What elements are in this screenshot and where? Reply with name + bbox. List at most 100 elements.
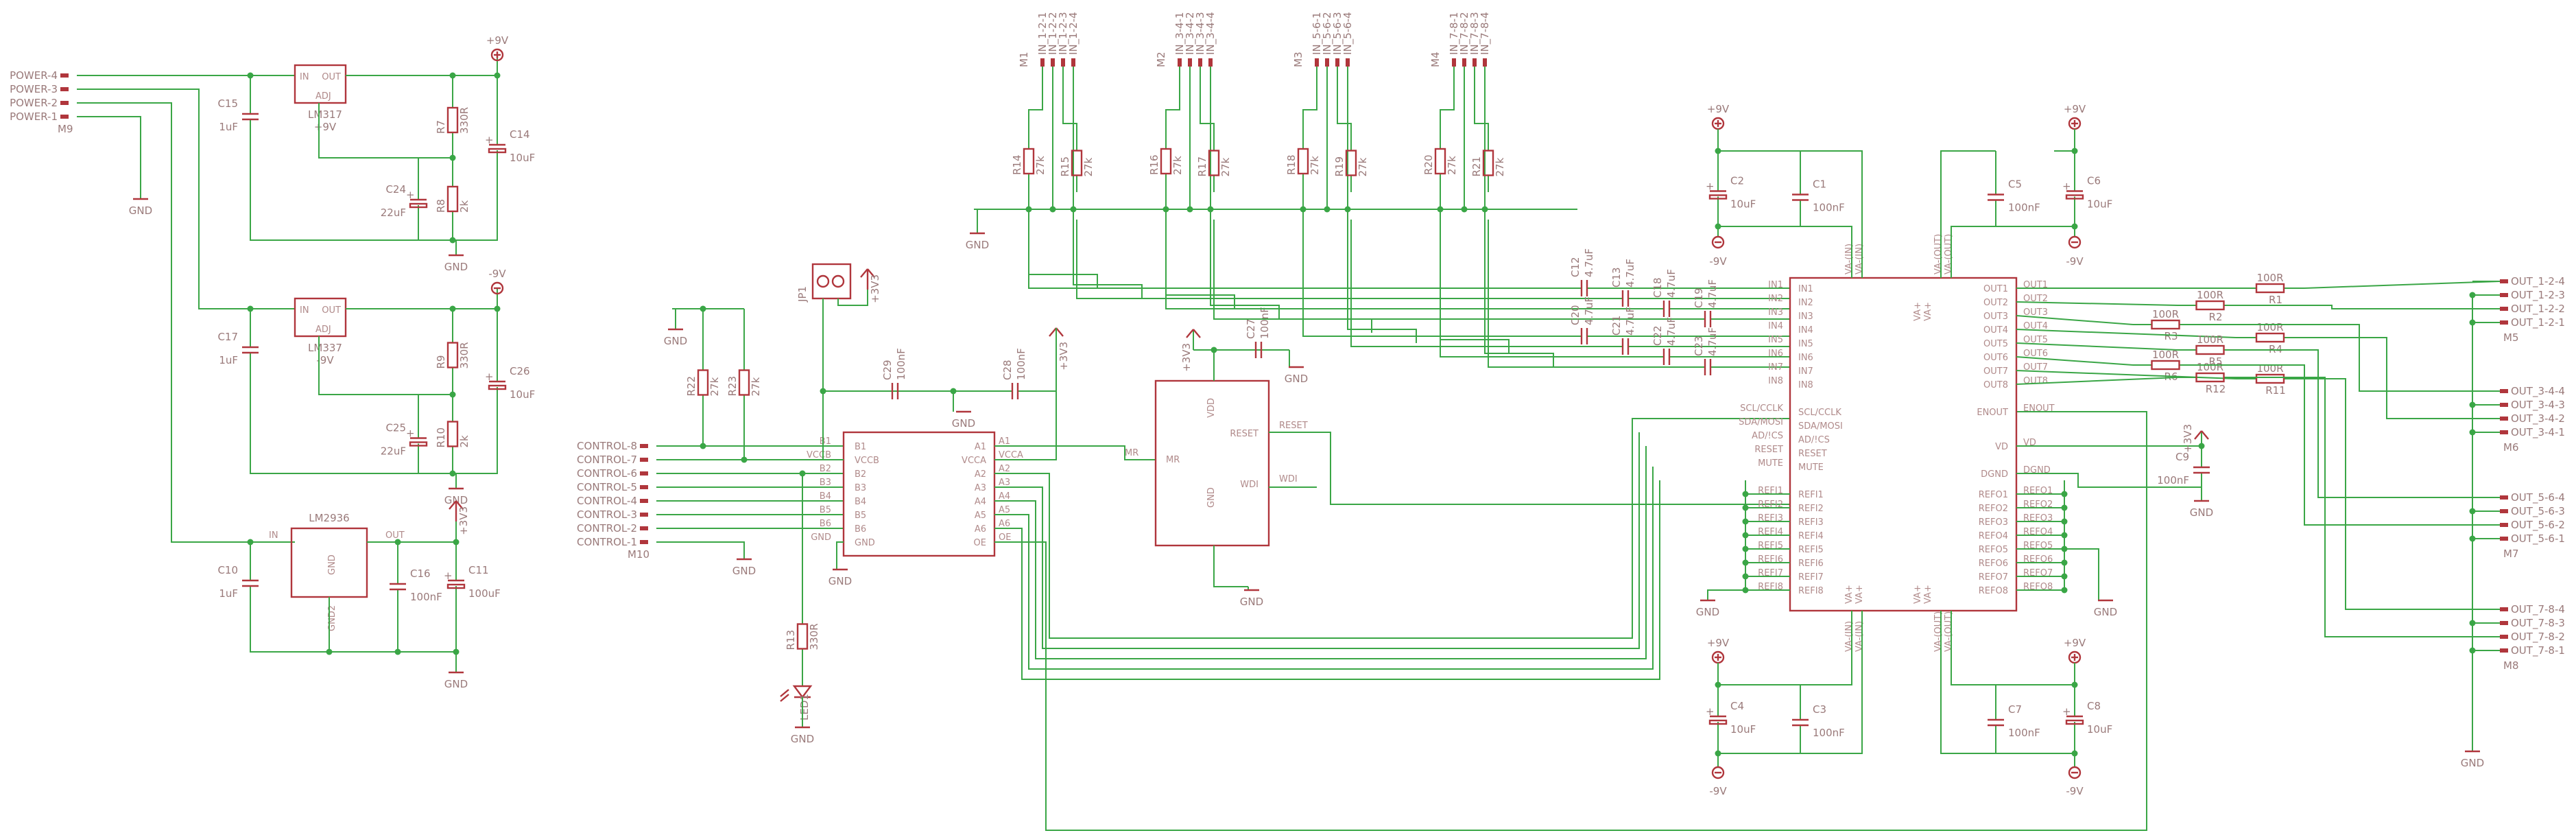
resistor-value: 100R xyxy=(2256,272,2283,284)
resistor-R11 xyxy=(2255,373,2285,384)
cap-polarity: + xyxy=(485,371,494,383)
connector-pin-label: OUT_7-8-2 xyxy=(2511,631,2565,644)
ls-net-right: A5 xyxy=(999,505,1010,515)
ic-pin-bottom: VA+ xyxy=(1923,585,1933,604)
arrow xyxy=(2194,430,2202,440)
cap-id: C4 xyxy=(1730,700,1744,712)
resistor-R23 xyxy=(738,369,750,396)
ls-net-left: B2 xyxy=(820,464,831,474)
cap-id: C8 xyxy=(2087,700,2101,712)
rail-symbol xyxy=(490,48,504,62)
wire xyxy=(1800,150,1863,278)
ic-pin-left: REFI4 xyxy=(1798,531,1824,541)
gnd-label: GND xyxy=(966,239,989,251)
resistor-value: 27k xyxy=(1034,156,1047,175)
cap-polarity: + xyxy=(1706,705,1715,718)
gnd-label: GND xyxy=(2461,757,2484,769)
wire xyxy=(453,165,498,241)
junction xyxy=(741,456,748,463)
junction xyxy=(799,470,806,477)
ic-pin-top: VA+ xyxy=(1923,302,1933,321)
wire xyxy=(1165,220,1646,309)
wire xyxy=(1302,192,1368,210)
connector-pin-label: OUT_3-4-2 xyxy=(2511,412,2565,425)
connector-pin xyxy=(640,499,648,503)
wire xyxy=(1213,349,1262,381)
ic-pin-left: SCL/CCLK xyxy=(1798,408,1841,418)
connector-name: M4 xyxy=(1429,52,1442,68)
connector-pin xyxy=(640,540,648,544)
wire xyxy=(1440,220,1646,357)
ic-pin-right: REFO3 xyxy=(1979,517,2008,528)
connector-pin-label: CONTROL-6 xyxy=(577,467,637,480)
ls-pin-left: GND xyxy=(855,538,875,548)
connector-pin xyxy=(2500,320,2508,325)
arrow xyxy=(860,268,868,278)
resistor-id: R20 xyxy=(1422,154,1435,175)
connector-pin xyxy=(1346,58,1350,67)
wire xyxy=(1076,220,1605,299)
wire xyxy=(1718,740,1801,754)
ic-pin-left: REFI8 xyxy=(1798,586,1824,596)
resistor-R16 xyxy=(1160,148,1172,175)
connector-pin xyxy=(2500,416,2508,421)
cap-plate-C26 xyxy=(488,384,507,390)
connector-pin-label: OUT_5-6-4 xyxy=(2511,491,2565,504)
rail-label: +9V xyxy=(1707,103,1730,115)
rail-label: -9V xyxy=(2066,785,2084,797)
cap-id: C29 xyxy=(881,360,894,380)
junction xyxy=(2071,681,2078,688)
resistor-id: R16 xyxy=(1148,154,1160,175)
gnd-label: GND xyxy=(828,575,852,587)
cap-value: 100nF xyxy=(2008,202,2040,214)
wire xyxy=(1028,220,1564,289)
ic-pin-top: VA-(OUT) xyxy=(1933,234,1944,274)
jumper-id: JP1 xyxy=(796,286,809,303)
ls-pin-left: B6 xyxy=(855,524,866,535)
wire xyxy=(1347,206,1417,343)
connector-pin-label: OUT_5-6-3 xyxy=(2511,505,2565,518)
ls-net-left: B6 xyxy=(820,519,831,529)
ic-pin-right: OUT8 xyxy=(1983,380,2008,390)
ls-net-right: A1 xyxy=(999,436,1010,447)
resistor-R5 xyxy=(2195,344,2225,355)
resistor-R22 xyxy=(697,369,709,396)
ic-net-left: IN2 xyxy=(1768,294,1783,304)
junction xyxy=(2469,508,2476,515)
connector-pin-label: CONTROL-5 xyxy=(577,481,637,493)
rail-label: +3V3 xyxy=(457,506,470,535)
connector-pin xyxy=(60,115,69,119)
sv-pin: MR xyxy=(1166,455,1180,465)
resistor-id: R19 xyxy=(1333,156,1346,177)
ic-pin-left: IN6 xyxy=(1798,353,1813,363)
connector-pin-label: POWER-3 xyxy=(10,83,58,95)
wire xyxy=(77,89,295,309)
connector-pin-label: OUT_5-6-1 xyxy=(2511,532,2565,545)
resistor-R17 xyxy=(1208,150,1220,176)
cap-plate-C4 xyxy=(1708,719,1728,725)
wire xyxy=(1718,226,1852,278)
ls-net-left: B5 xyxy=(820,505,831,515)
ic-pin-top: VA-(IN) xyxy=(1844,244,1855,274)
rail-symbol xyxy=(490,281,504,295)
wire xyxy=(1213,220,1687,320)
resistor-R14 xyxy=(1023,148,1035,175)
junction xyxy=(2071,148,2078,154)
reg-pin: GND xyxy=(327,554,337,575)
cap-id: C17 xyxy=(217,331,238,343)
wire xyxy=(994,480,1660,680)
junction xyxy=(2469,429,2476,436)
connector-pin xyxy=(2500,648,2508,653)
connector-pin-label: OUT_3-4-1 xyxy=(2511,426,2565,439)
junction xyxy=(1742,491,1749,497)
connector-pin xyxy=(640,458,648,462)
connector-name: M5 xyxy=(2503,331,2519,344)
connector-pin-label: POWER-2 xyxy=(10,97,58,109)
connector-name: M8 xyxy=(2503,659,2519,672)
junction xyxy=(1715,681,1721,688)
ic-pin-right: REFO8 xyxy=(1979,586,2008,596)
wire xyxy=(2064,548,2099,600)
connector-name: M9 xyxy=(58,123,73,135)
ic-net-left: RESET xyxy=(1754,445,1783,455)
